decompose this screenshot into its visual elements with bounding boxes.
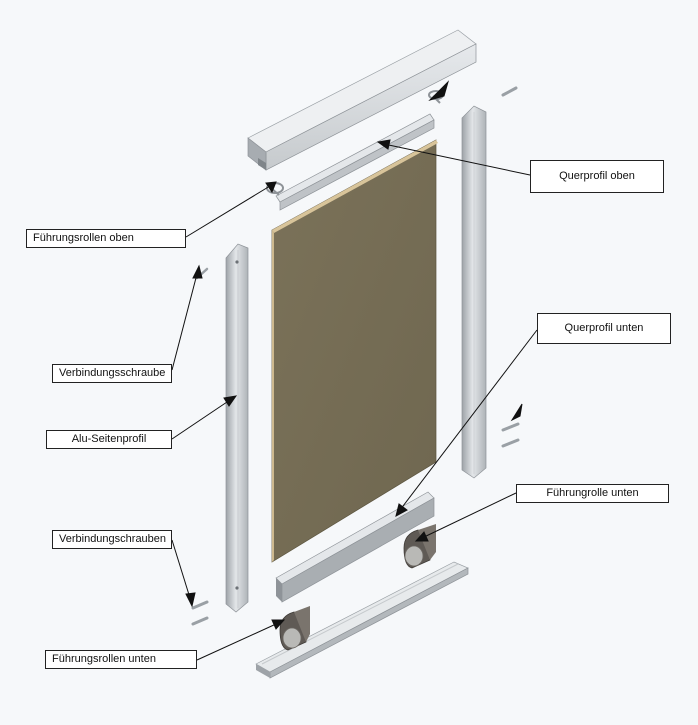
label-querprofil-oben: Querprofil oben	[530, 160, 664, 193]
door-panel	[271, 139, 438, 563]
lower-cross-profile	[275, 491, 435, 603]
lower-roller-left	[279, 606, 310, 651]
right-side-profile	[461, 105, 487, 479]
label-verbindungsschraube: Verbindungsschraube	[52, 364, 172, 383]
leader-top-clip-arrow	[428, 80, 450, 102]
label-querprofil-unten: Querprofil unten	[537, 313, 671, 344]
screw-top-right	[501, 86, 518, 97]
bottom-floor-track	[255, 561, 469, 679]
leader-verbindungsschraube	[171, 264, 203, 371]
leader-querprofil-unten	[395, 329, 538, 517]
label-alu-seitenprofil: Alu-Seitenprofil	[46, 430, 172, 449]
leader-fuehrungsrollen-oben	[185, 181, 277, 238]
label-fuehrungsrollen-unten: Führungsrollen unten	[45, 650, 197, 669]
label-fuehrungrolle-unten: Führungrolle unten	[516, 484, 669, 503]
leader-fuehrungrolle-unten	[414, 492, 517, 542]
screws-left-lower	[191, 600, 209, 626]
left-side-profile	[225, 243, 249, 613]
leader-verbindungsschrauben	[171, 539, 196, 608]
upper-cross-profile	[275, 113, 435, 211]
top-ceiling-track	[247, 29, 477, 171]
leader-screws-right-arrow	[510, 403, 523, 422]
label-verbindungsschrauben: Verbindungschrauben	[52, 530, 172, 549]
leader-lines	[171, 80, 538, 661]
leader-fuehrungsrollen-unten	[196, 619, 286, 661]
leader-alu-seitenprofil	[171, 395, 238, 440]
leader-querprofil-oben	[376, 139, 531, 176]
label-fuehrungsrollen-oben: Führungsrollen oben	[26, 229, 186, 248]
screws-right	[501, 422, 520, 448]
